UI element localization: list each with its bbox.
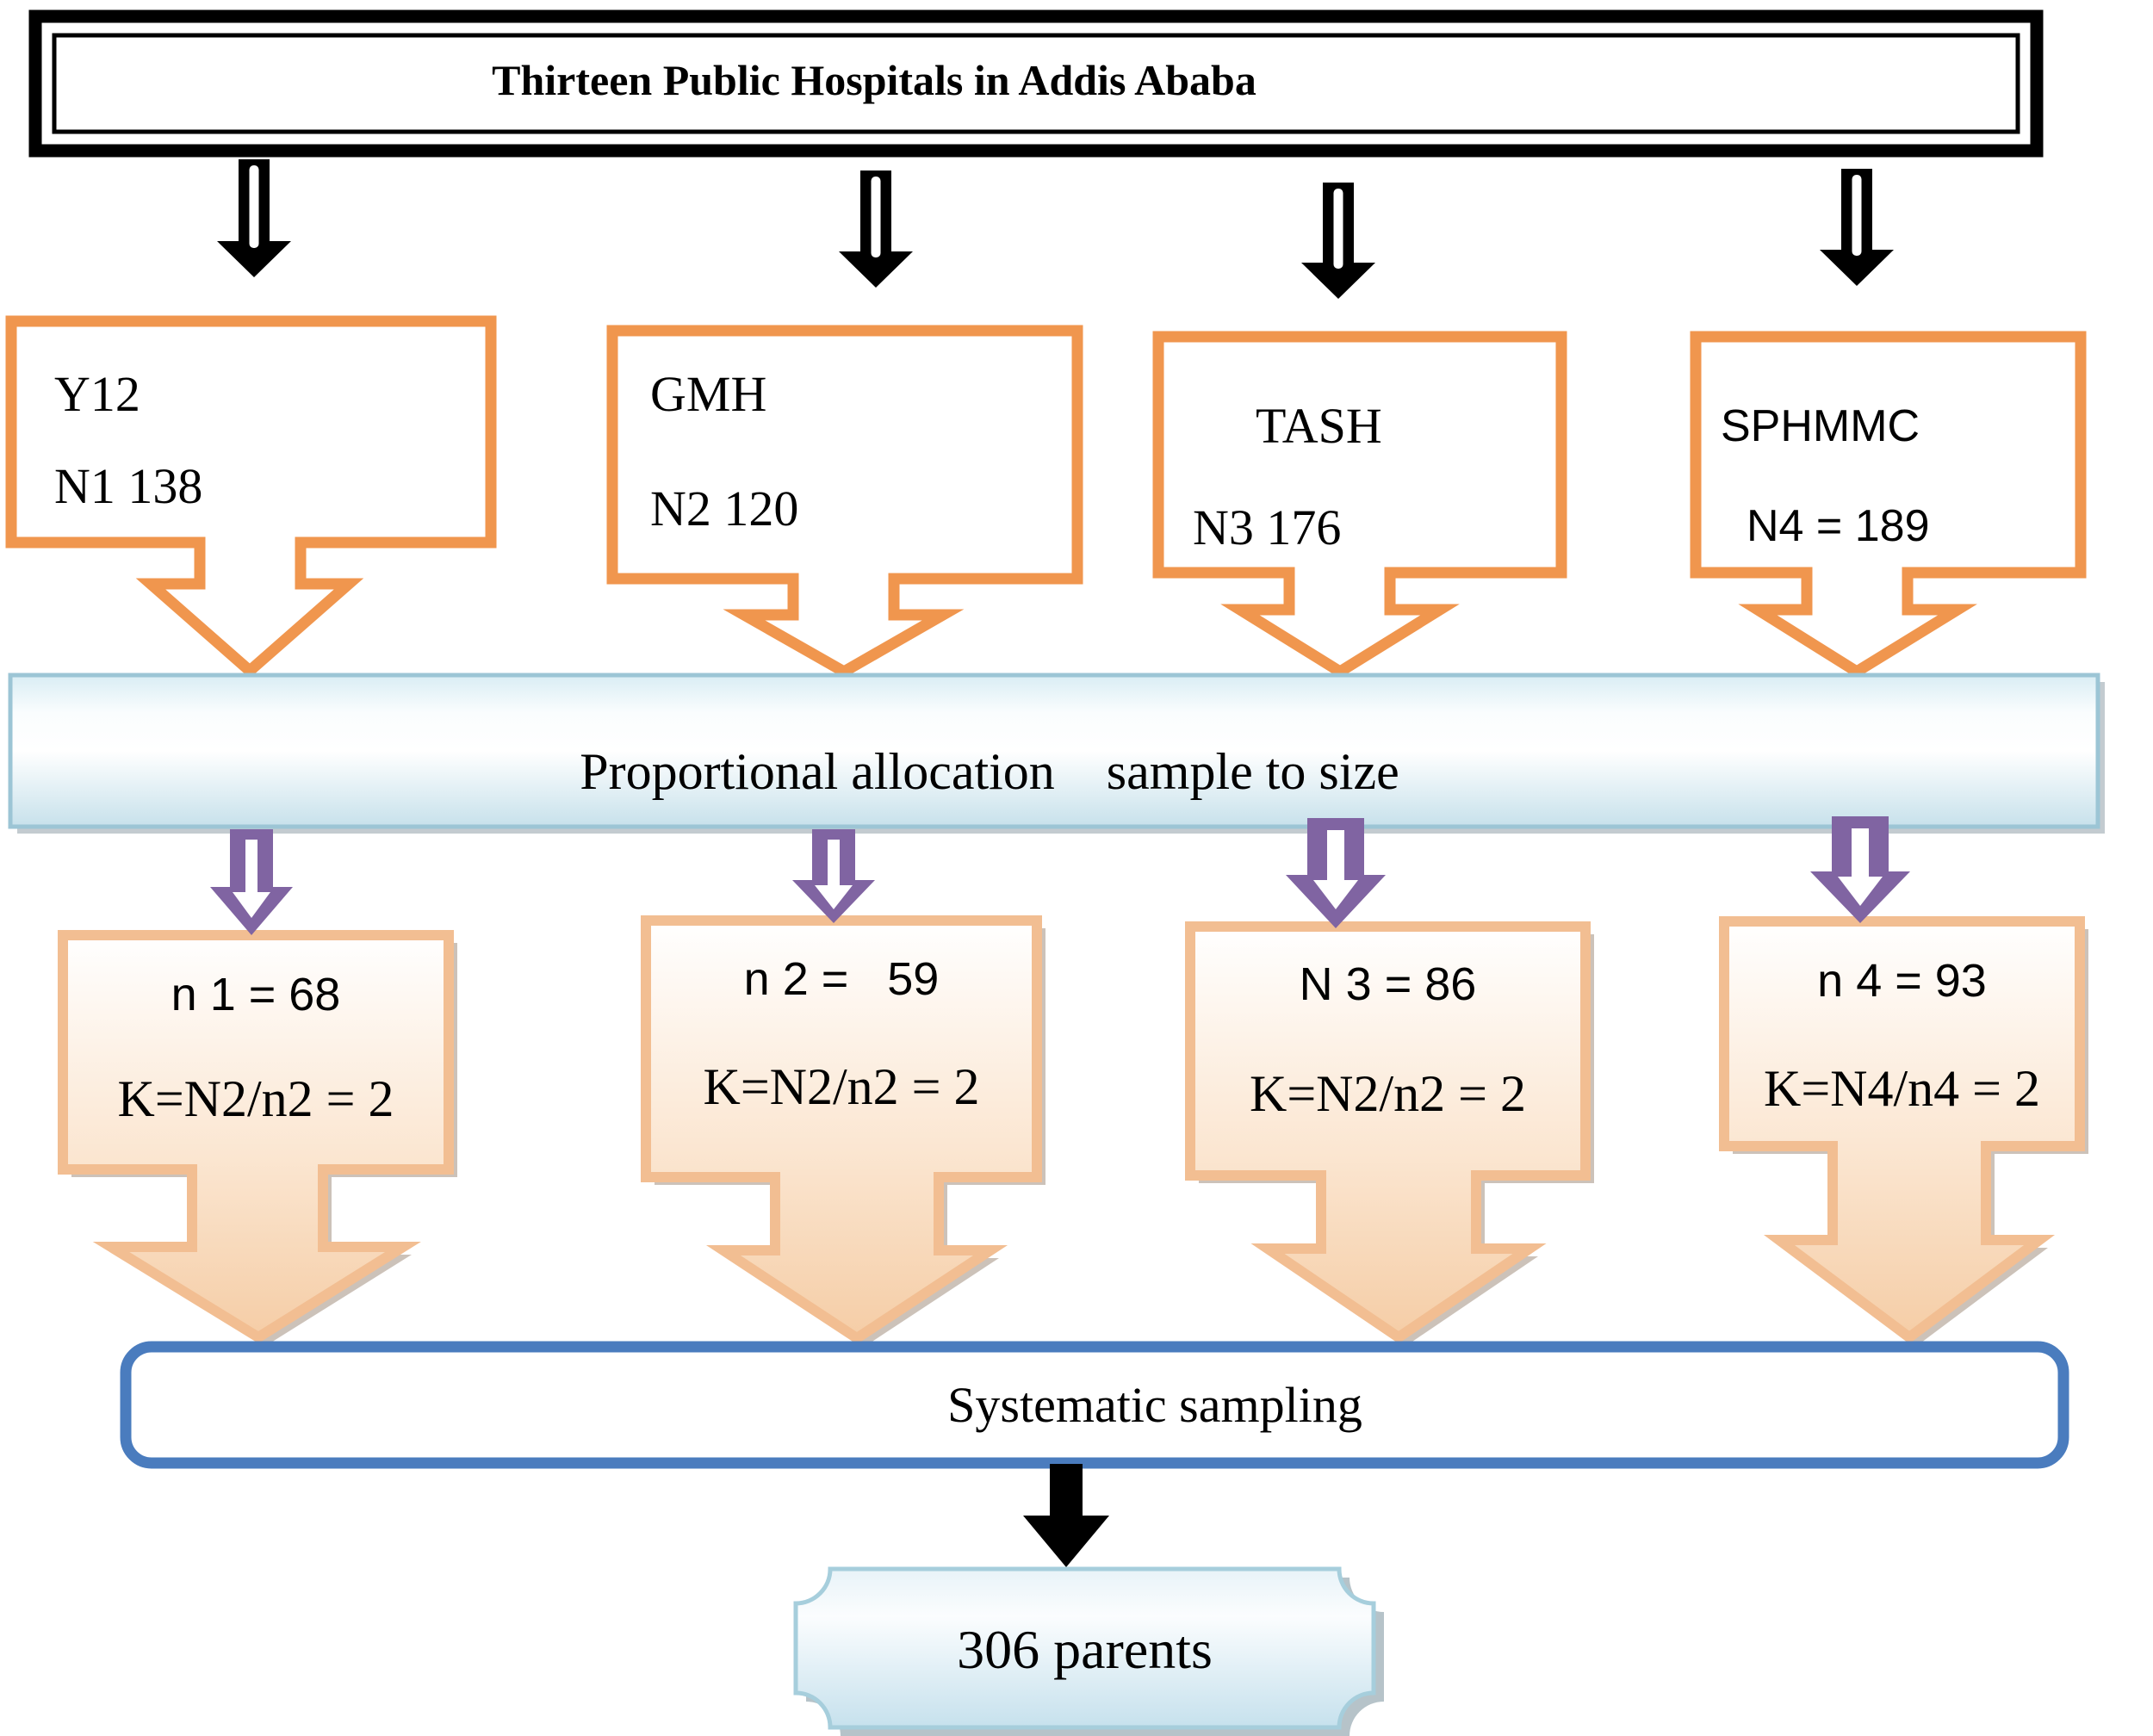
header-box-inner-border — [52, 33, 2020, 134]
hospital-3-count: N3 176 — [1193, 499, 1342, 555]
hospital-2-count: N2 120 — [650, 480, 799, 536]
black-down-arrow-3-slit — [1333, 189, 1343, 269]
sample-2-interval: K=N2/n2 = 2 — [703, 1058, 980, 1115]
diagram-title: Thirteen Public Hospitals in Addis Ababa — [492, 56, 1256, 104]
black-down-arrow-2-slit — [871, 177, 881, 257]
header-box-outer-border — [28, 9, 2044, 158]
result-plaque — [793, 1566, 1376, 1730]
hospital-box-y12 — [5, 315, 497, 679]
sample-2-size: n 2 = 59 — [743, 953, 940, 1005]
purple-down-arrow-2-slit — [815, 840, 853, 909]
sample-box-3 — [1185, 921, 1591, 1344]
systematic-sampling-box — [120, 1341, 2069, 1469]
sample-1-interval: K=N2/n2 = 2 — [117, 1070, 394, 1127]
purple-down-arrow-4-slit — [1838, 828, 1883, 906]
black-arrow-to-result — [1023, 1464, 1109, 1567]
result-label: 306 parents — [957, 1619, 1213, 1680]
allocation-banner-box — [8, 673, 2100, 829]
hospital-1-name: Y12 — [54, 366, 140, 422]
sample-box-2 — [641, 915, 1042, 1345]
black-down-arrow-1-slit — [249, 165, 259, 248]
purple-down-arrow-1-slit — [233, 840, 270, 918]
hospital-2-name: GMH — [650, 366, 767, 422]
hospital-box-tash — [1152, 331, 1567, 679]
black-down-arrow-4-slit — [1852, 175, 1862, 256]
sample-1-size: n 1 = 68 — [171, 969, 341, 1020]
sample-3-interval: K=N2/n2 = 2 — [1249, 1065, 1526, 1122]
hospital-1-count: N1 138 — [54, 458, 203, 514]
sample-4-size: n 4 = 93 — [1817, 955, 1987, 1007]
sample-3-size: N 3 = 86 — [1299, 958, 1477, 1010]
sample-box-4 — [1719, 916, 2085, 1344]
hospital-box-gmh — [606, 325, 1083, 679]
hospital-3-name: TASH — [1256, 398, 1382, 454]
hospital-4-count: N4 = 189 — [1747, 501, 1930, 551]
allocation-banner-label: Proportional allocation sample to size — [580, 743, 1399, 800]
hospital-4-name: SPHMMC — [1721, 401, 1920, 451]
systematic-sampling-label: Systematic sampling — [947, 1377, 1362, 1433]
sample-box-1 — [58, 930, 454, 1344]
hospital-box-sphmmc — [1690, 331, 2087, 679]
sample-4-interval: K=N4/n4 = 2 — [1763, 1060, 2040, 1117]
purple-down-arrow-3-slit — [1313, 830, 1358, 909]
